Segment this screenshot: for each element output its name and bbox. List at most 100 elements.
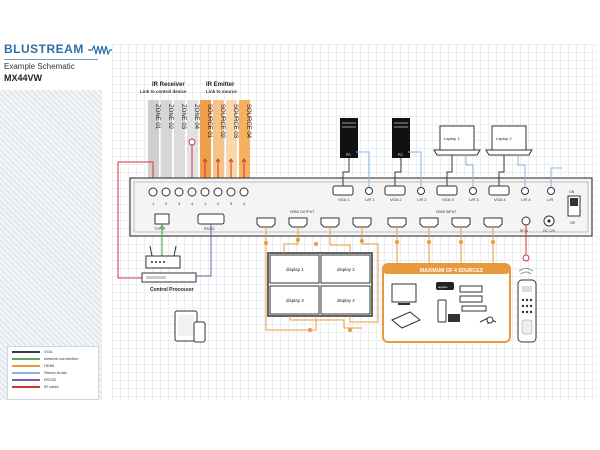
vga-input-label: VGA 3 [442, 197, 454, 202]
zone-column [174, 100, 185, 196]
sidebar-header [0, 0, 102, 90]
sidebar: BLUSTREAM Example Schematic MX44VW VGA n… [0, 0, 114, 450]
appletv-label: appletv [438, 285, 448, 289]
zone-column [148, 100, 159, 196]
ir-emitter-title: IR Emitter [206, 82, 235, 88]
source-column [226, 100, 237, 196]
game-console-icon [437, 299, 447, 323]
bluray-player-icon [459, 285, 483, 293]
source-column [239, 100, 250, 196]
hdmi-input-cables [396, 227, 494, 264]
legend-label: HDMI [44, 363, 55, 368]
ir-port-number: 2 [165, 201, 168, 206]
brand-divider [4, 59, 98, 60]
legend-swatch [12, 379, 40, 381]
brand-logo: BLUSTREAM [4, 42, 114, 56]
legend-swatch [12, 386, 40, 388]
brand-logo-text: BLUSTREAM [4, 42, 84, 56]
sources-box-header [383, 264, 510, 274]
sources-box-title: MAXIMUM OF 4 SOURCES [420, 268, 484, 274]
source-label: SOURCE 04 [245, 104, 251, 139]
tablet-icon [174, 310, 198, 342]
display-screen [269, 254, 320, 284]
laptop-device-icon [391, 311, 421, 329]
remote-control-icon [517, 279, 537, 343]
legend-swatch [12, 372, 40, 374]
legend-item: HDMI [12, 363, 98, 369]
ir-port-number: 3 [178, 201, 181, 206]
pc-tower: PC [340, 118, 358, 158]
tcpip-port [154, 213, 170, 225]
source-device-icons: appletv [391, 282, 497, 329]
zone-label: ZONE 02 [167, 104, 173, 130]
schematic-subtitle: Example Schematic [4, 62, 75, 71]
hdmi-input-markers [395, 240, 495, 244]
vga-input-label: VGA 1 [338, 197, 350, 202]
monitor-icon [391, 283, 417, 303]
rs232-label: RS232 [204, 227, 215, 231]
legend-item: network connection [12, 356, 98, 362]
media-box-icon [448, 314, 460, 322]
pc-label: PC [346, 153, 351, 157]
source-column [200, 100, 211, 196]
display-label: display 1 [286, 267, 304, 272]
ir-port-number: 2 [217, 201, 220, 206]
legend-swatch [12, 351, 40, 353]
cable-legend: VGA network connection HDMI Stereo Audio… [7, 346, 99, 400]
source-label: SOURCE 01 [206, 104, 212, 139]
laptop-label: Laptop 2 [496, 136, 512, 141]
display-screen [320, 254, 371, 284]
wireless-signal-icon [518, 268, 534, 275]
laptop: Laptop 1 [433, 125, 481, 156]
display-screen [269, 285, 320, 315]
audio-input-label: L/R 4 [521, 197, 531, 202]
source-columns: SOURCE 01 SOURCE 02 SOURCE 03 SOURCE 04 [200, 100, 251, 196]
power-on-label: ON [569, 190, 575, 194]
ir-port-row: 1 2 3 4 1 2 3 4 [148, 187, 249, 206]
hdmi-port-row [256, 217, 503, 228]
ir-emitter-subtitle: Link to source [206, 89, 237, 94]
ir-port-number: 4 [243, 201, 246, 206]
display-label: display 3 [286, 298, 304, 303]
ir-port-number: 1 [152, 201, 155, 206]
ir-emitter-arrows [202, 158, 247, 165]
display-screen [320, 285, 371, 315]
audio-input-label: L/R 1 [365, 197, 375, 202]
tcpip-label: TCP/IP [154, 227, 166, 231]
control-processor-icon [141, 272, 197, 283]
legend-item: RS232 [12, 377, 98, 383]
audio-input-label: L/R 3 [469, 197, 479, 202]
audio-input-row: L/R 1 L/R 2 L/R 3 L/R 4 L/R [365, 187, 555, 202]
source-label: SOURCE 03 [232, 104, 238, 139]
ir-port-number: 1 [204, 201, 207, 206]
audio-input-label: L/R 2 [417, 197, 427, 202]
hdmi-output-label: HDMI OUTPUT [290, 210, 315, 214]
vga-input-label: VGA 2 [390, 197, 402, 202]
display-label: display 4 [337, 298, 355, 303]
control-processor-label: Control Processor [150, 287, 194, 293]
display-wall: display 1 display 2 display 3 display 4 [267, 252, 373, 317]
vga-input-label: VGA 4 [494, 197, 506, 202]
zone-label: ZONE 04 [193, 104, 199, 130]
network-router-icon [145, 245, 181, 269]
rs232-cable [196, 224, 212, 277]
audio-output-label: L/R [547, 197, 553, 202]
laptop-label: Laptop 1 [444, 136, 460, 141]
zone-column [161, 100, 172, 196]
ir-in-port [521, 216, 531, 226]
legend-label: network connection [44, 356, 79, 361]
legend-label: RS232 [44, 377, 57, 382]
ir-in-label: IR IN [520, 229, 528, 233]
legend-swatch [12, 358, 40, 360]
appletv-icon [436, 282, 454, 290]
zone-label: ZONE 03 [180, 104, 186, 130]
source-label: SOURCE 02 [219, 104, 225, 139]
legend-swatch [12, 365, 40, 367]
ir-port-number: 3 [230, 201, 233, 206]
zone-label: ZONE 01 [154, 104, 160, 130]
matrix-inner-frame [133, 181, 589, 233]
power-off-label: Off [570, 221, 575, 225]
pc-label: PC [398, 153, 403, 157]
laptop: Laptop 2 [485, 125, 533, 156]
